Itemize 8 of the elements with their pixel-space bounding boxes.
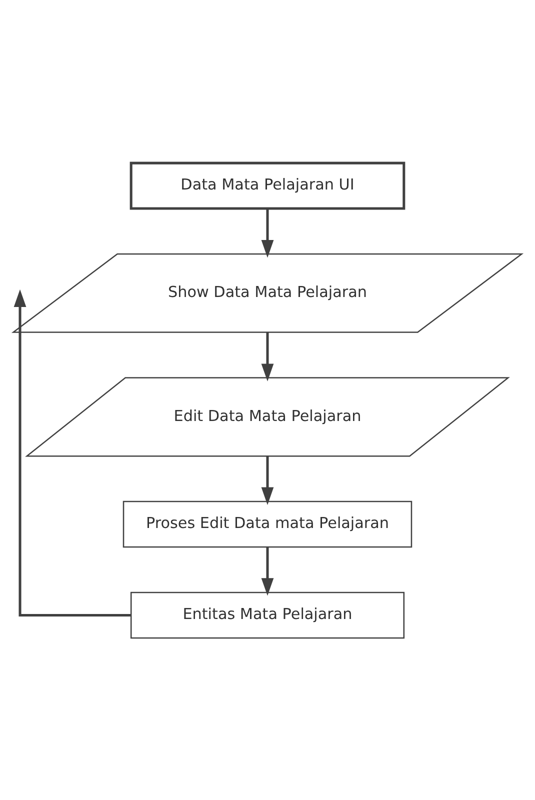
- node-box: Data Mata Pelajaran UI: [130, 161, 406, 210]
- arrow: [261, 208, 274, 258]
- arrow: [14, 288, 132, 616]
- arrow: [261, 456, 274, 504]
- node-box: Proses Edit Data mata Pelajaran: [122, 500, 412, 548]
- arrow: [261, 332, 274, 381]
- arrow: [261, 546, 274, 596]
- node-box: Entitas Mata Pelajaran: [130, 591, 405, 638]
